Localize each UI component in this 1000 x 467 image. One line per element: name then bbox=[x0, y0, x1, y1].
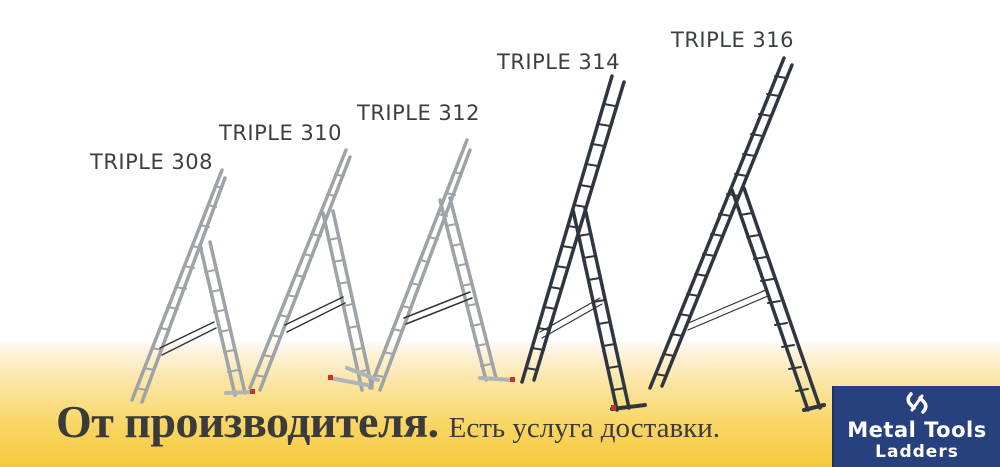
ladder-triple-316 bbox=[648, 56, 826, 412]
logo-line-2: Ladders bbox=[875, 442, 959, 462]
model-label-triple-310: TRIPLE 310 bbox=[219, 121, 343, 145]
model-label-triple-308: TRIPLE 308 bbox=[90, 150, 214, 174]
slogan-main: От производителя. bbox=[56, 396, 439, 447]
ladder-triple-312 bbox=[345, 138, 515, 392]
ladder-triple-314 bbox=[520, 74, 647, 412]
model-label-triple-314: TRIPLE 314 bbox=[497, 50, 621, 74]
model-label-triple-312: TRIPLE 312 bbox=[357, 101, 481, 125]
ladder-triple-308 bbox=[130, 168, 255, 404]
slogan-sub: Есть услуга доставки. bbox=[448, 412, 721, 444]
ladder-triple-310 bbox=[248, 148, 374, 392]
slogan: От производителя. Есть услуга доставки. bbox=[56, 395, 720, 448]
brand-logo: Metal Tools Ladders bbox=[834, 386, 1000, 467]
logo-line-1: Metal Tools bbox=[847, 418, 987, 442]
model-label-triple-316: TRIPLE 316 bbox=[671, 28, 795, 52]
logo-swirl-icon bbox=[906, 392, 928, 414]
